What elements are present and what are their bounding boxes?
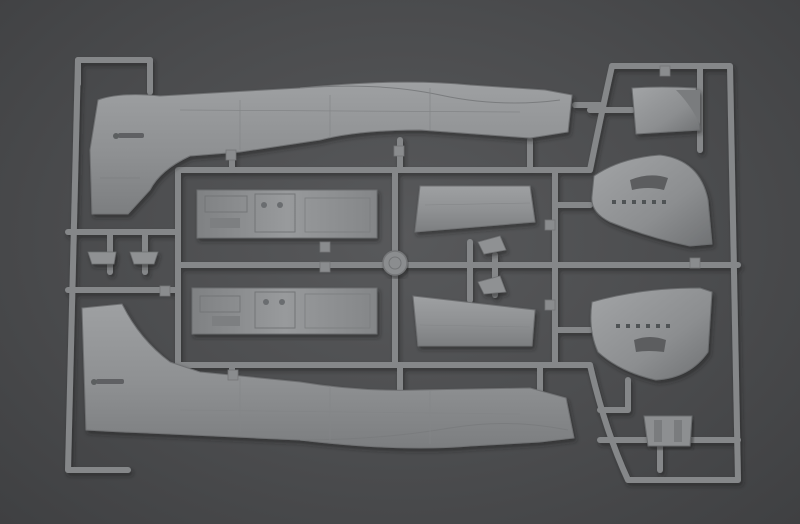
small-fitting-parts xyxy=(87,235,507,295)
rudder-top xyxy=(414,185,536,233)
rudder-bottom xyxy=(412,295,536,347)
sprue-frame xyxy=(65,57,741,483)
sprue-hub xyxy=(382,250,408,276)
cockpit-panel-top xyxy=(196,189,378,239)
gate-tabs xyxy=(159,65,701,381)
intake-hood xyxy=(631,86,701,135)
cockpit-panel-bottom xyxy=(191,287,378,335)
cowling-lower xyxy=(590,287,713,381)
bracket-part xyxy=(643,415,693,447)
cowling-upper xyxy=(591,154,713,247)
fuselage-half-bottom xyxy=(81,303,575,449)
fuselage-half-top xyxy=(89,81,573,215)
